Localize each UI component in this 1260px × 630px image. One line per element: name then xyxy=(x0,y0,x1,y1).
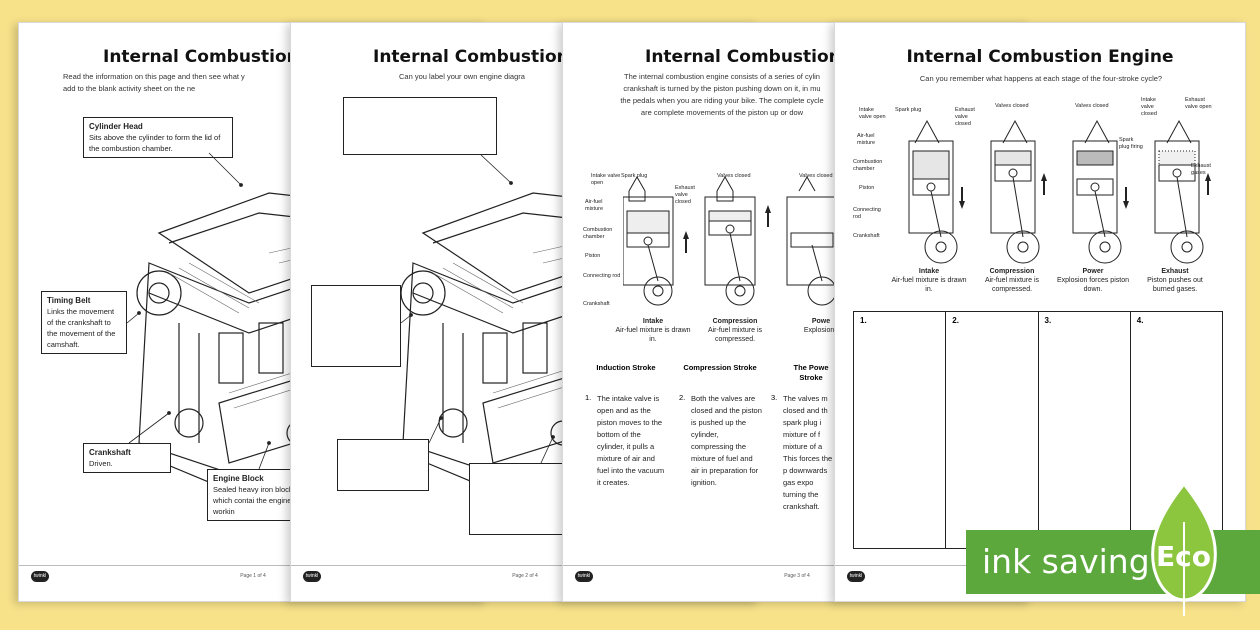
twinkl-logo: twinkl xyxy=(303,571,321,582)
diagram-label: Intake valve open xyxy=(859,107,886,120)
diagram-label: Exhaust valve open xyxy=(1185,97,1212,110)
diagram-label: Spark plug xyxy=(621,173,648,179)
page-number: Page 1 of 4 xyxy=(240,573,266,579)
diagram-label: Valves closed xyxy=(717,173,751,179)
four-stroke-diagram xyxy=(623,175,838,306)
answer-cell-4[interactable]: 4. xyxy=(1136,316,1144,325)
page-title: Internal Combustion E xyxy=(103,47,317,67)
stroke-number: 2. xyxy=(679,393,686,402)
label-leader-lines xyxy=(400,154,555,464)
diagram-label: Intake valve closed xyxy=(1141,97,1157,117)
page-footer: twinkl Page 2 of 4 xyxy=(291,565,759,585)
answer-cell-3[interactable]: 3. xyxy=(1039,312,1131,548)
page-title: Internal Combustion Engine xyxy=(906,47,1174,67)
worksheet-page-4[interactable]: Internal Combustion Engine Can you remem… xyxy=(834,22,1246,602)
blank-label-box[interactable] xyxy=(469,463,573,535)
intro-text: The internal combustion engine consists … xyxy=(620,72,824,117)
diagram-label: Combustion chamber xyxy=(853,159,883,172)
stroke-text: Both the valves are closed and the pisto… xyxy=(691,394,762,487)
answer-cell-2[interactable]: 2. xyxy=(946,312,1039,548)
stroke-number: 1. xyxy=(585,393,592,402)
eco-label: Eco xyxy=(1156,540,1211,573)
diagram-label: Crankshaft xyxy=(583,301,610,307)
diagram-label: Spark plug firing xyxy=(1119,137,1143,150)
diagram-label: Connecting rod xyxy=(583,273,621,279)
blank-label-box[interactable] xyxy=(343,97,497,155)
twinkl-logo: twinkl xyxy=(31,571,49,582)
diagram-label: Exhaust gases xyxy=(1191,163,1211,176)
stroke-heading: Induction Stroke xyxy=(596,363,656,372)
intro-text: Can you label your own engine diagra xyxy=(399,72,525,81)
blank-label-box[interactable] xyxy=(311,285,401,367)
stroke-text: The intake valve is open and as the pist… xyxy=(597,394,665,487)
twinkl-logo: twinkl xyxy=(575,571,593,582)
four-stroke-diagram xyxy=(908,119,1211,264)
stroke-heading: The Powe Stroke xyxy=(793,363,829,382)
page-number: Page 3 of 4 xyxy=(784,573,810,579)
page-title: Internal Combustion E xyxy=(373,47,587,67)
twinkl-logo: twinkl xyxy=(847,571,865,582)
diagram-label: Air-fuel mixture xyxy=(857,133,876,146)
diagram-label: Spark plug xyxy=(895,107,922,113)
diagram-label: Valves closed xyxy=(995,103,1029,109)
intro-text: Read the information on this page and th… xyxy=(63,72,245,93)
diagram-label: Air-fuel mixture xyxy=(585,199,604,212)
page-number: Page 2 of 4 xyxy=(512,573,538,579)
diagram-label: Crankshaft xyxy=(853,233,880,239)
page-title: Internal Combustion E xyxy=(645,47,859,67)
diagram-label: Valves closed xyxy=(799,173,833,179)
diagram-label: Piston xyxy=(859,185,875,191)
diagram-label: Connecting rod xyxy=(853,207,881,220)
ink-saving-text: ink saving xyxy=(982,542,1150,581)
diagram-label: Intake valve open xyxy=(591,173,621,186)
blank-label-box[interactable] xyxy=(337,439,429,491)
diagram-label: Exhaust valve closed xyxy=(955,107,975,127)
diagram-label: Exhaust valve closed xyxy=(675,185,695,205)
label-leader-lines xyxy=(126,152,271,470)
stroke-heading: Compression Stroke xyxy=(683,363,757,372)
intro-text: Can you remember what happens at each st… xyxy=(919,74,1163,83)
page-footer: twinkl Page 1 of 4 xyxy=(19,565,487,585)
page-footer: twinkl Page 3 of 4 xyxy=(563,565,1031,585)
stroke-number: 3. xyxy=(771,393,778,402)
diagram-label: Valves closed xyxy=(1075,103,1109,109)
stroke-text: The valves m closed and th spark plug i … xyxy=(783,394,833,511)
diagram-label: Piston xyxy=(585,253,601,259)
diagram-label: Combustion chamber xyxy=(583,227,613,240)
answer-cell-1[interactable]: 1. xyxy=(854,312,947,548)
leaf-icon xyxy=(1151,482,1217,616)
